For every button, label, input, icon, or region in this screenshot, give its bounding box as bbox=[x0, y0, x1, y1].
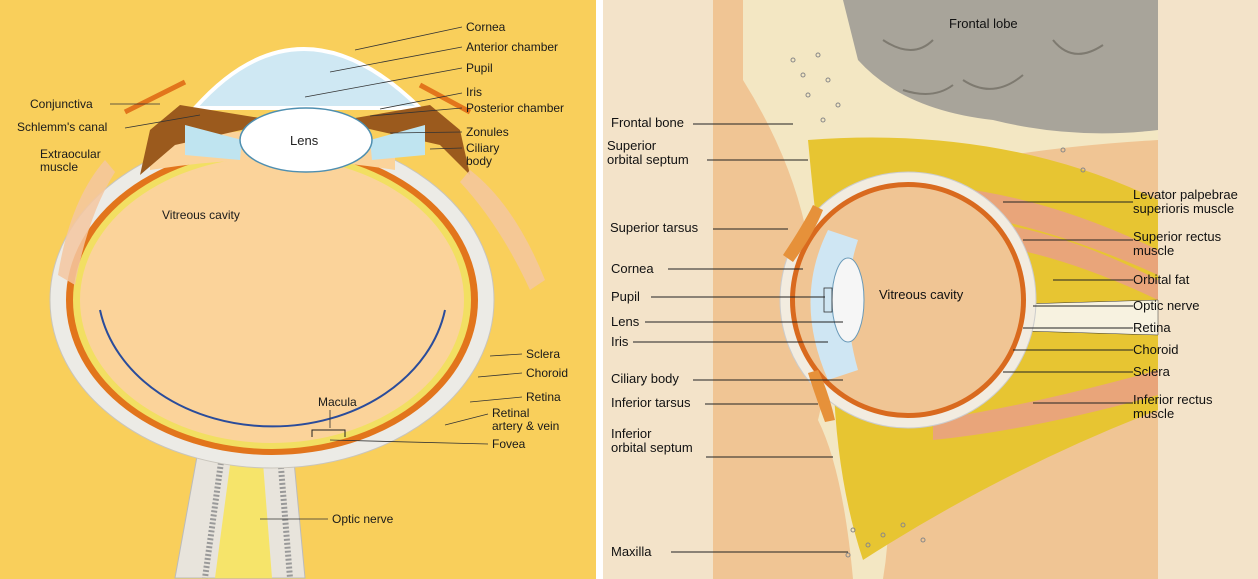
label-frontal-bone: Frontal bone bbox=[611, 116, 684, 130]
vitreous-shape bbox=[80, 157, 464, 443]
orbit-sagittal-diagram: Frontal lobe Frontal bone Superior orbit… bbox=[603, 0, 1258, 579]
label-posterior-chamber: Posterior chamber bbox=[466, 102, 564, 115]
label-iris: Iris bbox=[466, 86, 482, 99]
label-ciliary-body-right: Ciliary body bbox=[611, 372, 679, 386]
label-conjunctiva: Conjunctiva bbox=[30, 98, 93, 111]
label-choroid: Choroid bbox=[526, 367, 568, 380]
label-zonules: Zonules bbox=[466, 126, 509, 139]
label-fovea: Fovea bbox=[492, 438, 525, 451]
label-vitreous-cavity-right: Vitreous cavity bbox=[879, 288, 963, 302]
label-retina-right: Retina bbox=[1133, 321, 1171, 335]
conjunctiva-left-line bbox=[125, 82, 185, 112]
label-inferior-tarsus: Inferior tarsus bbox=[611, 396, 690, 410]
label-extraocular-muscle: Extraocular muscle bbox=[40, 148, 101, 174]
cornea-shape bbox=[195, 49, 420, 108]
label-retina: Retina bbox=[526, 391, 561, 404]
lens-shape-right bbox=[832, 258, 864, 342]
label-optic-nerve: Optic nerve bbox=[332, 513, 393, 526]
label-inferior-rectus: Inferior rectus muscle bbox=[1133, 393, 1212, 421]
label-inferior-orbital-septum: Inferior orbital septum bbox=[611, 427, 693, 455]
eye-cross-section-diagram: Cornea Anterior chamber Pupil Iris Poste… bbox=[0, 0, 596, 579]
eye-cross-section-drawing bbox=[0, 0, 596, 579]
label-pupil: Pupil bbox=[466, 62, 493, 75]
label-optic-nerve-right: Optic nerve bbox=[1133, 299, 1199, 313]
label-sclera: Sclera bbox=[526, 348, 560, 361]
label-levator-palpebrae: Levator palpebrae superioris muscle bbox=[1133, 188, 1238, 216]
label-schlemms-canal: Schlemm's canal bbox=[17, 121, 107, 134]
label-pupil-right: Pupil bbox=[611, 290, 640, 304]
label-superior-rectus: Superior rectus muscle bbox=[1133, 230, 1221, 258]
label-maxilla: Maxilla bbox=[611, 545, 651, 559]
label-lens-right: Lens bbox=[611, 315, 639, 329]
label-retinal-artery-vein: Retinal artery & vein bbox=[492, 407, 559, 433]
label-sclera-right: Sclera bbox=[1133, 365, 1170, 379]
label-iris-right: Iris bbox=[611, 335, 628, 349]
label-lens: Lens bbox=[290, 133, 318, 148]
label-choroid-right: Choroid bbox=[1133, 343, 1179, 357]
label-cornea-right: Cornea bbox=[611, 262, 654, 276]
label-frontal-lobe: Frontal lobe bbox=[949, 17, 1018, 31]
label-orbital-fat: Orbital fat bbox=[1133, 273, 1189, 287]
label-superior-orbital-septum: Superior orbital septum bbox=[607, 139, 689, 167]
label-macula: Macula bbox=[318, 396, 357, 409]
label-vitreous-cavity: Vitreous cavity bbox=[162, 209, 240, 222]
label-superior-tarsus: Superior tarsus bbox=[610, 221, 698, 235]
label-anterior-chamber: Anterior chamber bbox=[466, 41, 558, 54]
label-cornea: Cornea bbox=[466, 21, 505, 34]
label-ciliary-body: Ciliary body bbox=[466, 142, 499, 168]
